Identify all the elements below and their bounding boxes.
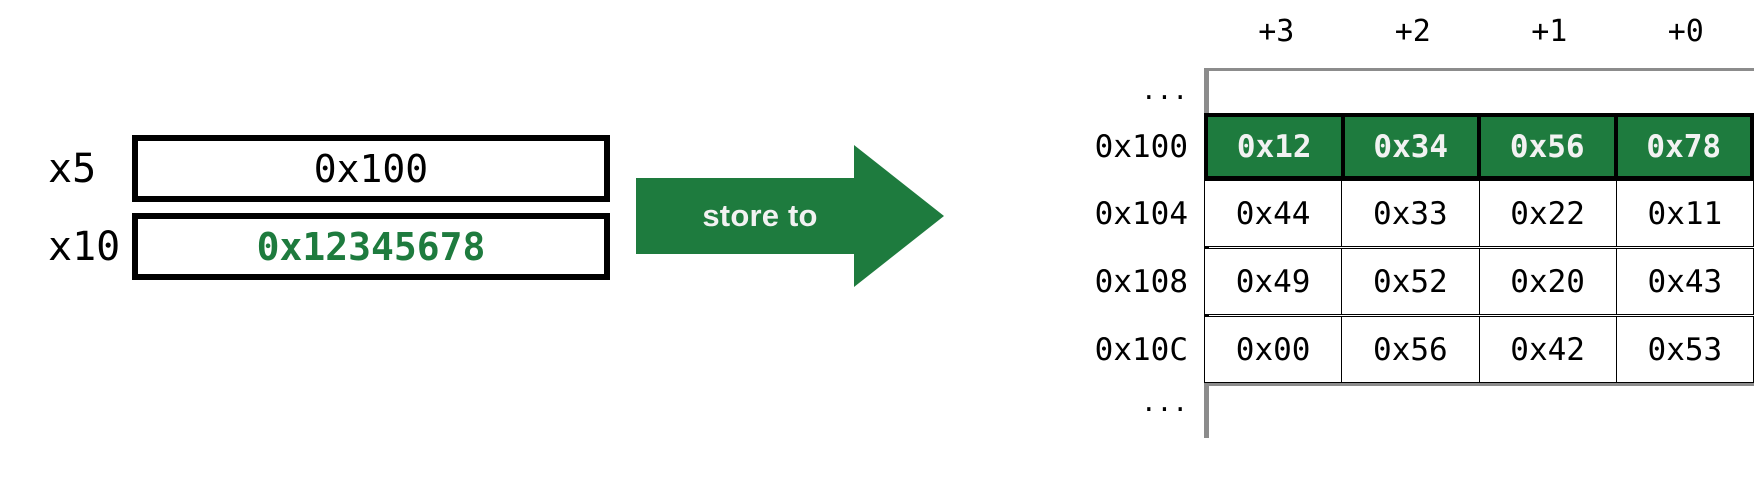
memory-cell: 0x56 bbox=[1477, 113, 1614, 180]
column-header-plus0: +0 bbox=[1667, 14, 1704, 49]
memory-cell: 0x33 bbox=[1341, 180, 1479, 247]
memory-bytes-0x108: 0x49 0x52 0x20 0x43 bbox=[1204, 248, 1754, 315]
memory-cell: 0x43 bbox=[1615, 248, 1754, 315]
memory-cell: 0x20 bbox=[1478, 248, 1616, 315]
memory-table: +3 +2 +1 +0 ... ... 0x100 0x12 0x34 0x56… bbox=[960, 0, 1760, 500]
memory-address-0x104: 0x104 bbox=[1094, 195, 1188, 232]
memory-top-rule bbox=[1204, 68, 1754, 71]
memory-cell: 0x53 bbox=[1615, 316, 1754, 383]
memory-address-0x108: 0x108 bbox=[1094, 263, 1188, 300]
column-header-plus2: +2 bbox=[1394, 14, 1431, 49]
memory-column-headers: +3 +2 +1 +0 bbox=[1208, 10, 1754, 54]
register-label-x5: x5 bbox=[48, 145, 97, 192]
memory-cell: 0x42 bbox=[1478, 316, 1616, 383]
register-row-x5: x5 0x100 bbox=[40, 135, 610, 202]
memory-bytes-0x104: 0x44 0x33 0x22 0x11 bbox=[1204, 180, 1754, 247]
arrow-polygon bbox=[636, 145, 944, 287]
memory-address-0x10C: 0x10C bbox=[1094, 331, 1188, 368]
column-header-plus1: +1 bbox=[1531, 14, 1568, 49]
memory-bytes-0x100: 0x12 0x34 0x56 0x78 bbox=[1204, 113, 1754, 180]
memory-cell: 0x34 bbox=[1340, 113, 1477, 180]
memory-row-0x100: 0x100 0x12 0x34 0x56 0x78 bbox=[960, 113, 1754, 180]
memory-cell: 0x12 bbox=[1204, 113, 1341, 180]
memory-cell: 0x22 bbox=[1478, 180, 1616, 247]
register-box-x10: 0x12345678 bbox=[132, 213, 610, 280]
memory-cell: 0x00 bbox=[1204, 316, 1342, 383]
register-value-x10: 0x12345678 bbox=[256, 224, 486, 269]
ellipsis-above: ... bbox=[1141, 76, 1188, 106]
memory-cell: 0x78 bbox=[1613, 113, 1754, 180]
arrow-shape-icon bbox=[636, 145, 944, 287]
store-to-arrow: store to bbox=[636, 140, 946, 292]
ellipsis-below: ... bbox=[1141, 388, 1188, 418]
memory-row-0x108: 0x108 0x49 0x52 0x20 0x43 bbox=[960, 248, 1754, 315]
register-value-x5: 0x100 bbox=[313, 146, 429, 191]
memory-cell: 0x52 bbox=[1341, 248, 1479, 315]
memory-cell: 0x44 bbox=[1204, 180, 1342, 247]
memory-bottom-rule bbox=[1204, 383, 1754, 386]
column-header-plus3: +3 bbox=[1258, 14, 1295, 49]
memory-cell: 0x56 bbox=[1341, 316, 1479, 383]
register-box-x5: 0x100 bbox=[132, 135, 610, 202]
memory-bytes-0x10C: 0x00 0x56 0x42 0x53 bbox=[1204, 316, 1754, 383]
memory-cell: 0x11 bbox=[1615, 180, 1754, 247]
register-file: x5 0x100 x10 0x12345678 bbox=[40, 135, 610, 285]
memory-row-0x10C: 0x10C 0x00 0x56 0x42 0x53 bbox=[960, 316, 1754, 383]
memory-address-0x100: 0x100 bbox=[1094, 128, 1188, 165]
memory-cell: 0x49 bbox=[1204, 248, 1342, 315]
register-row-x10: x10 0x12345678 bbox=[40, 213, 610, 280]
register-label-x10: x10 bbox=[48, 223, 121, 270]
memory-row-0x104: 0x104 0x44 0x33 0x22 0x11 bbox=[960, 180, 1754, 247]
